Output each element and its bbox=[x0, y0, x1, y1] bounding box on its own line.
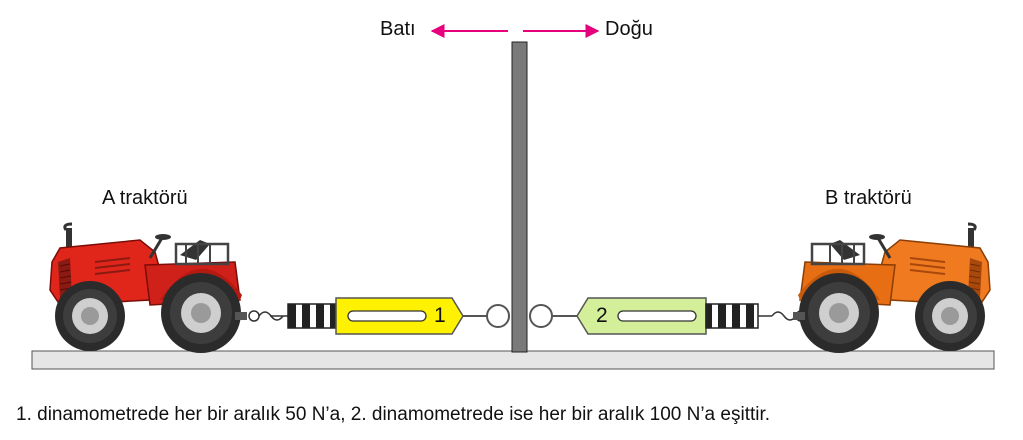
dynamometer-1-handle bbox=[287, 303, 337, 329]
wall bbox=[511, 41, 528, 353]
dynamometer-2-ring bbox=[529, 304, 553, 328]
east-label: Doğu bbox=[605, 18, 653, 40]
dynamometer-2-handle bbox=[705, 303, 759, 329]
dynamometer-2-number: 2 bbox=[596, 304, 608, 327]
tractor-a-label: A traktörü bbox=[102, 187, 188, 209]
tractor-b-label: B traktörü bbox=[825, 187, 912, 209]
tractor-b bbox=[793, 222, 991, 353]
dynamometer-1-number: 1 bbox=[434, 304, 446, 327]
dynamometer-1-slot bbox=[347, 310, 427, 322]
tractor-a bbox=[49, 222, 247, 353]
caption: 1. dinamometrede her bir aralık 50 N’a, … bbox=[16, 404, 771, 425]
dynamometer-2-slot bbox=[617, 310, 697, 322]
rope-a bbox=[248, 310, 288, 322]
west-label: Batı bbox=[380, 18, 416, 40]
dynamometer-1-ring bbox=[486, 304, 510, 328]
ground bbox=[31, 350, 995, 370]
